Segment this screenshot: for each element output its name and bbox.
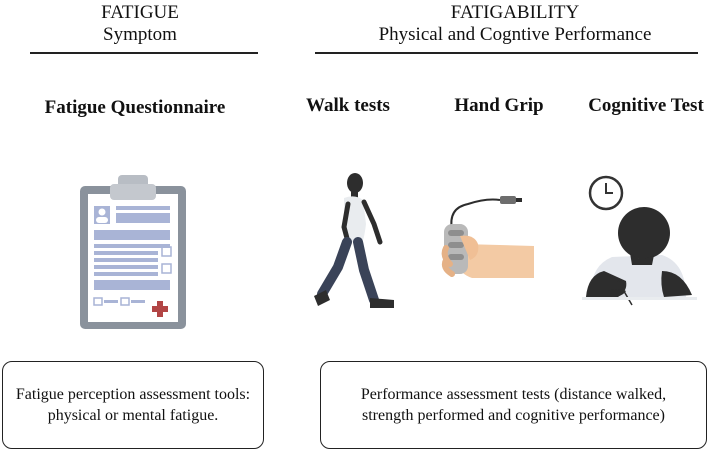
hand-grip-icon	[441, 196, 534, 278]
walk-tests-label: Walk tests	[306, 95, 390, 116]
fatigability-rule	[315, 52, 698, 54]
fatigue-questionnaire-label: Fatigue Questionnaire	[44, 97, 226, 118]
fatigability-header: FATIGABILITY Physical and Cogntive Perfo…	[330, 2, 700, 46]
walking-person-icon	[314, 173, 394, 308]
fatigue-description-box: Fatigue perception assessment tools: phy…	[2, 361, 264, 449]
clipboard-icon	[80, 175, 186, 329]
fatigue-header: FATIGUE Symptom	[60, 2, 220, 46]
cognitive-test-label: Cognitive Test	[588, 95, 704, 116]
clock-icon	[588, 175, 624, 211]
fatigability-title: FATIGABILITY	[450, 2, 580, 23]
fatigability-description-box: Performance assessment tests (distance w…	[320, 361, 707, 449]
fatigue-rule	[30, 52, 258, 54]
fatigue-description: Fatigue perception assessment tools: phy…	[15, 386, 251, 424]
fatigability-description: Performance assessment tests (distance w…	[360, 386, 667, 424]
hand-grip-label: Hand Grip	[454, 95, 544, 116]
writing-person-icon	[582, 207, 697, 306]
fatigability-subtitle: Physical and Cogntive Performance	[378, 24, 652, 45]
fatigue-title: FATIGUE	[101, 2, 179, 23]
fatigue-subtitle: Symptom	[103, 24, 177, 45]
